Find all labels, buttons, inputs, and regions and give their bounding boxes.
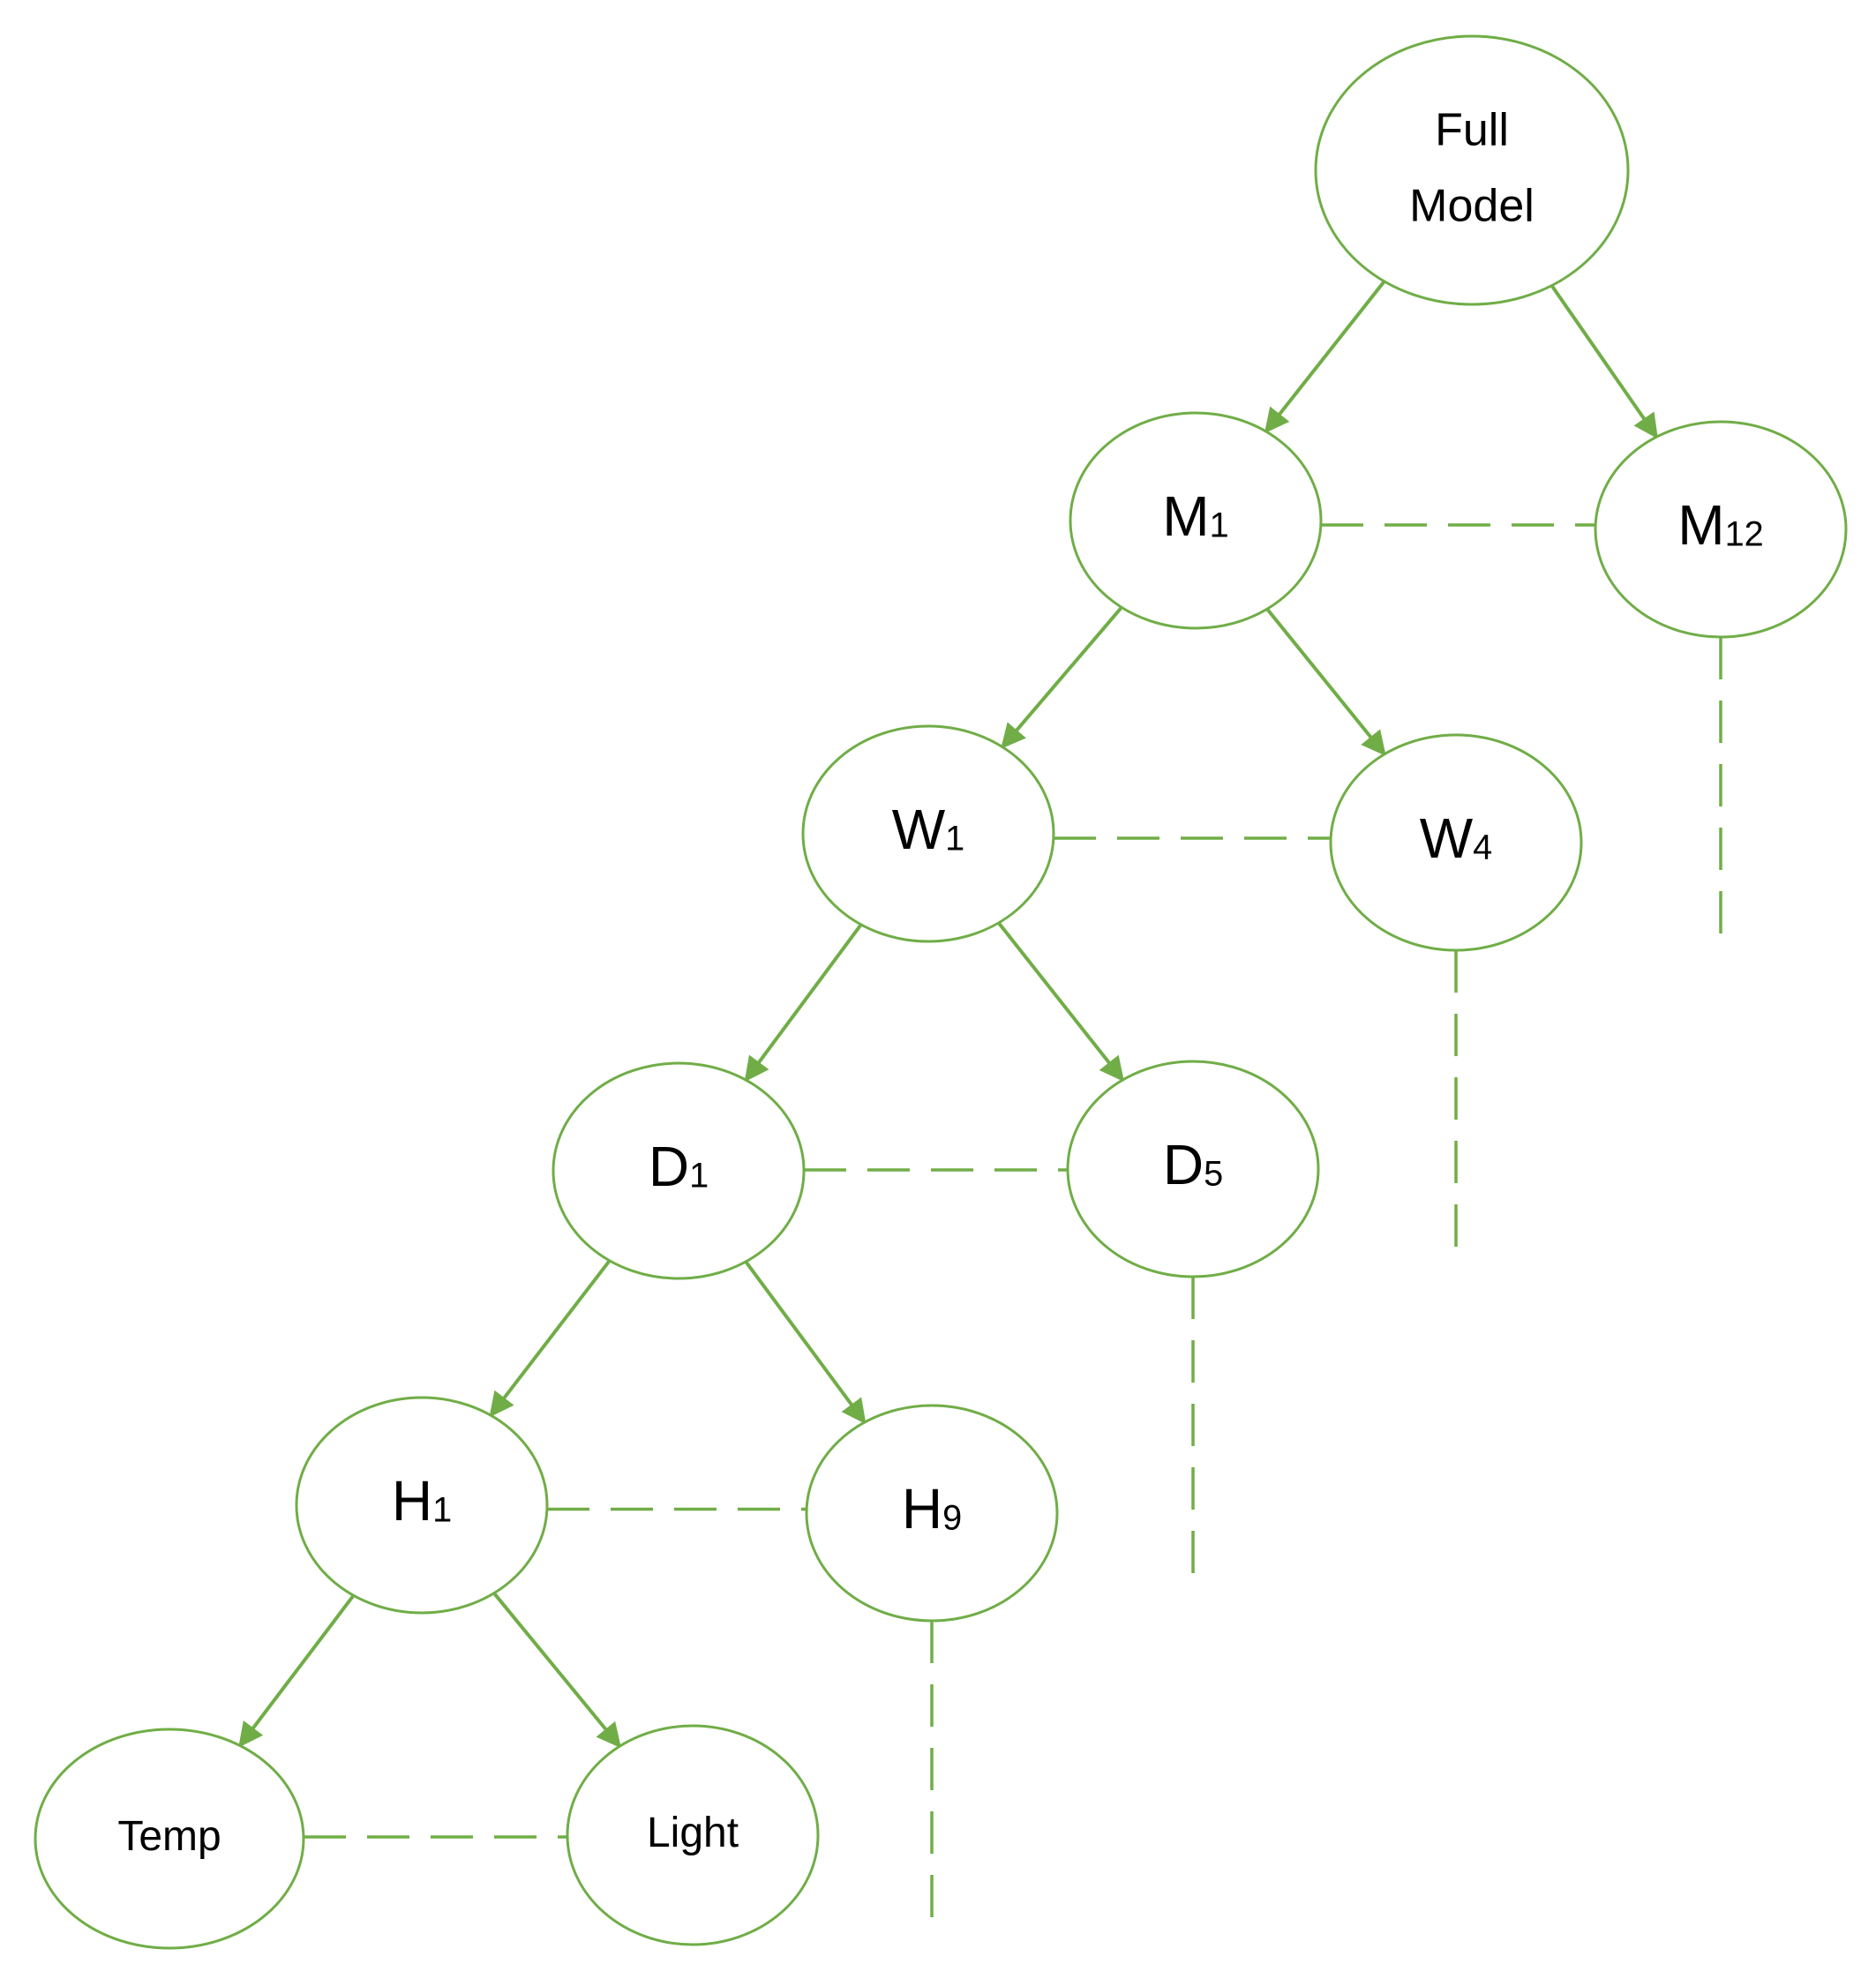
node-label-full-model-line-1: Full [1435,105,1509,156]
node-label-sub-h9: 9 [942,1499,962,1538]
node-label-main-d5: D [1163,1133,1204,1196]
arrow-w1-to-d1 [744,923,863,1083]
node-ellipse-light [566,1724,820,1946]
arrow-d1-to-h9 [744,1260,867,1425]
node-ellipse-w1 [801,724,1055,943]
node-ellipse-m1 [1069,411,1323,630]
node-label-h9: H9 [902,1477,962,1540]
node-label-sub-h1: 1 [432,1491,452,1530]
node-m12: M12 [1594,420,1848,639]
node-d1: D1 [552,1061,806,1280]
edges-layer [238,280,1722,1921]
node-m1: M1 [1069,411,1323,630]
node-label-m1: M1 [1162,484,1228,548]
node-label-main-h1: H [392,1469,432,1533]
arrow-m1-to-w4 [1265,607,1386,756]
node-label-sub-m12: 12 [1725,515,1764,554]
node-label-sub-d1: 1 [689,1157,709,1196]
node-d5: D5 [1066,1060,1320,1278]
node-label-sub-m1: 1 [1210,506,1229,545]
arrow-m1-to-w1 [1001,606,1123,749]
node-ellipse-m12 [1594,420,1848,639]
node-label-d5: D5 [1163,1133,1223,1196]
node-label-sub-d5: 5 [1204,1155,1223,1194]
node-label-d1: D1 [649,1135,709,1198]
node-ellipse-d1 [552,1061,806,1280]
node-ellipse-h9 [805,1404,1059,1623]
arrow-h1-to-temp [238,1594,356,1748]
node-label-main-temp: Temp [117,1813,221,1860]
node-label-main-w4: W [1420,806,1474,870]
node-ellipse-h1 [295,1396,549,1615]
node-w4: W4 [1329,733,1583,952]
node-ellipse-full-model [1314,34,1630,306]
node-label-w1: W1 [892,798,964,861]
node-label-main-h9: H [902,1477,942,1540]
node-label-main-light: Light [647,1810,739,1856]
node-w1: W1 [801,724,1055,943]
arrow-full-model-to-m1 [1264,280,1386,434]
node-label-light: Light [647,1810,739,1856]
node-label-full-model-line-2: Model [1409,181,1535,232]
node-label-main-m12: M [1677,493,1724,557]
node-label-sub-w1: 1 [945,820,964,858]
arrow-w1-to-d5 [997,921,1125,1083]
node-temp: Temp [34,1728,305,1950]
node-h1: H1 [295,1396,549,1615]
node-label-w4: W4 [1420,806,1492,870]
node-label-main-w1: W [892,798,946,861]
node-ellipse-temp [34,1728,305,1950]
node-ellipse-d5 [1066,1060,1320,1278]
arrow-d1-to-h1 [489,1259,612,1418]
node-label-main-m1: M [1162,484,1209,548]
node-label-main-d1: D [649,1135,689,1198]
node-label-m12: M12 [1677,493,1763,557]
node-label-sub-w4: 4 [1473,828,1492,867]
arrow-full-model-to-m12 [1550,284,1659,439]
node-ellipse-w4 [1329,733,1583,952]
node-light: Light [566,1724,820,1946]
arrow-h1-to-light [492,1592,622,1749]
node-h9: H9 [805,1404,1059,1623]
node-label-h1: H1 [392,1469,452,1533]
node-label-temp: Temp [117,1813,221,1860]
